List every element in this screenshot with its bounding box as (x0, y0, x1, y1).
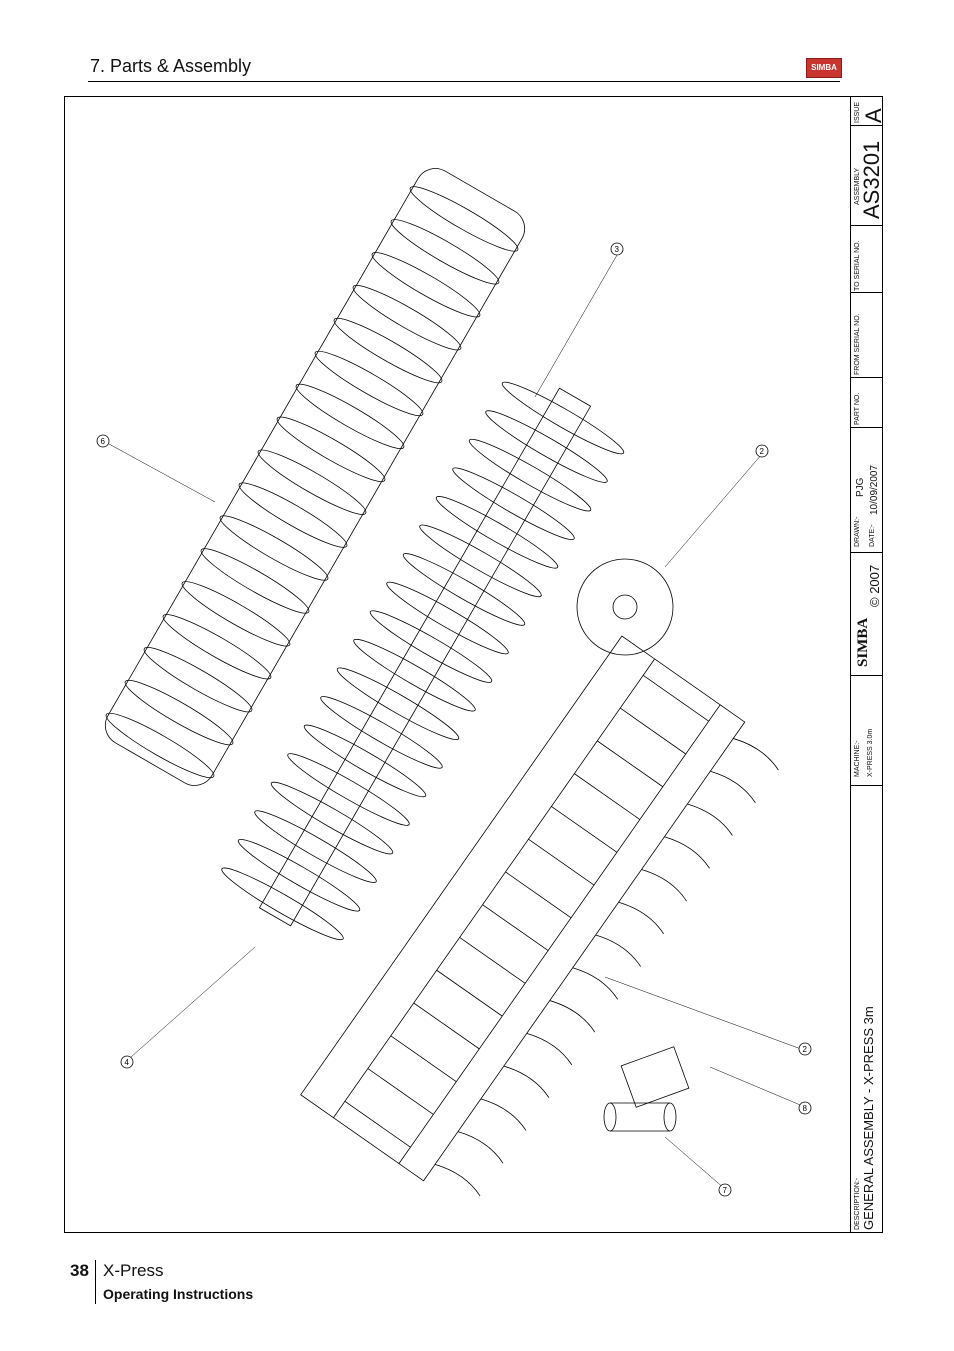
issue-value: A (861, 108, 886, 123)
disc (501, 381, 625, 455)
callout-8: 8 (798, 1101, 812, 1115)
disc (468, 438, 592, 512)
tine (642, 675, 779, 771)
drawn-value: PJG (855, 477, 866, 497)
tine (528, 838, 664, 935)
disc (452, 467, 575, 540)
disc (254, 810, 377, 883)
simba-logo: SIMBA (806, 58, 842, 78)
exploded-assembly-drawing: 3 6 2 4 2 8 7 (96, 168, 812, 1197)
roller-ring (276, 416, 386, 482)
tine (505, 871, 642, 967)
svg-text:2: 2 (760, 447, 765, 456)
roller-ring (124, 679, 234, 746)
callout-3: 3 (610, 242, 624, 256)
header-rule (88, 81, 840, 82)
svg-text:3: 3 (615, 245, 620, 254)
disc (419, 524, 542, 598)
machine-label: MACHINE:- (854, 740, 861, 777)
packer-roller (104, 168, 526, 786)
disc (386, 581, 509, 655)
loose-disc (576, 558, 674, 656)
roller-ring (181, 581, 291, 647)
title-block: ISSUE A ASSEMBLY AS3201 TO SERIAL NO. FR… (850, 97, 886, 1232)
callout-2-top: 2 (755, 444, 769, 458)
description-value: GENERAL ASSEMBLY - X-PRESS 3m (861, 1006, 876, 1230)
callout-4: 4 (120, 1055, 134, 1069)
tine (413, 1002, 550, 1098)
svg-text:4: 4 (125, 1058, 130, 1067)
svg-text:8: 8 (803, 1104, 808, 1113)
roller-ring (352, 285, 462, 351)
svg-text:7: 7 (723, 1186, 728, 1195)
drawing-frame (64, 96, 883, 1233)
spare-cylinder (603, 1102, 677, 1132)
drawn-label: DRAWN:- (854, 516, 861, 547)
disc (435, 496, 559, 569)
tine (482, 904, 619, 1000)
section-title: 7. Parts & Assembly (90, 56, 252, 76)
disc (287, 753, 410, 826)
disc (336, 667, 460, 741)
tine (619, 707, 756, 803)
disc (320, 696, 443, 769)
disc (237, 838, 361, 912)
manual-book (620, 1046, 690, 1108)
issue-label: ISSUE (854, 101, 861, 123)
roller-ring (390, 219, 500, 285)
svg-text:2: 2 (803, 1045, 808, 1054)
description-label: DESCRIPTION:- (854, 1177, 861, 1230)
tine (597, 740, 733, 836)
assembly-value: AS3201 (859, 140, 884, 219)
page-number: 38 (70, 1261, 89, 1280)
copyright: © 2007 (867, 564, 882, 607)
roller-ring (295, 383, 405, 449)
disc (270, 781, 394, 855)
tine (551, 806, 687, 902)
roller-ring (238, 482, 348, 548)
product-name: X-Press (103, 1261, 164, 1280)
footer-rule (95, 1260, 96, 1304)
callout-2-bottom: 2 (798, 1042, 812, 1056)
date-value: 10/09/2007 (869, 464, 880, 515)
roller-ring (314, 350, 424, 417)
tine (367, 1068, 504, 1164)
date-label: DATE:- (869, 524, 876, 547)
disc (402, 553, 526, 626)
tine (390, 1035, 527, 1131)
roller-ring (143, 647, 253, 713)
roller-ring (257, 449, 367, 515)
brand-mark: SIMBA (855, 617, 871, 667)
roller-ring (409, 186, 519, 252)
machine-value: X-PRESS 3.0m (867, 728, 874, 777)
to-serial-label: TO SERIAL NO. (854, 240, 861, 291)
document-type: Operating Instructions (103, 1286, 254, 1302)
svg-text:6: 6 (101, 437, 106, 446)
tine (436, 969, 573, 1066)
roller-ring (371, 252, 481, 318)
disc (303, 724, 427, 798)
disc (485, 410, 608, 483)
disc (221, 867, 344, 941)
roller-ring (162, 614, 272, 680)
callout-6: 6 (96, 434, 110, 448)
tine (574, 773, 710, 869)
disc (369, 610, 493, 683)
tine (344, 1100, 481, 1197)
disc-gang (221, 381, 625, 941)
roller-ring (200, 548, 310, 614)
tine (459, 937, 596, 1033)
callout-7: 7 (718, 1183, 732, 1197)
roller-ring (105, 712, 215, 779)
main-frame (300, 635, 779, 1197)
disc (353, 638, 476, 712)
from-serial-label: FROM SERIAL NO. (854, 313, 861, 375)
roller-ring (333, 317, 443, 384)
part-no-label: PART NO. (854, 392, 861, 425)
roller-ring (219, 515, 329, 581)
